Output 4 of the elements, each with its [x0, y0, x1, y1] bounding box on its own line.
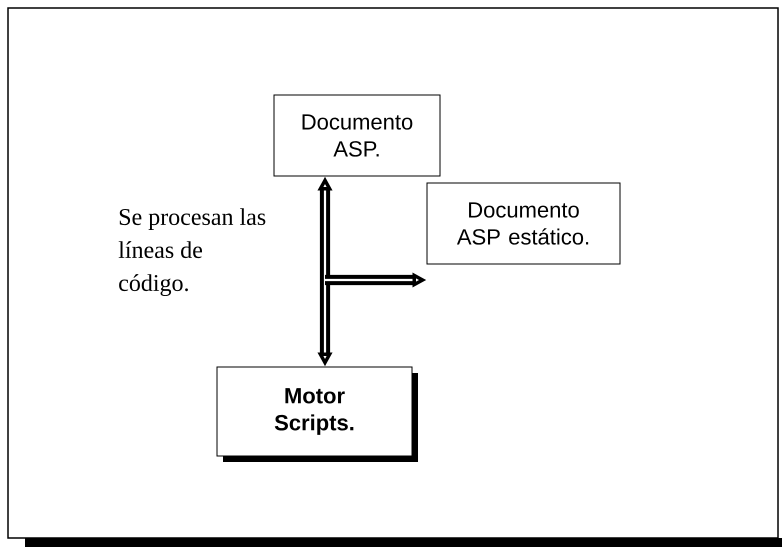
- note-text: Se procesan las líneas de código.: [118, 208, 266, 296]
- process-box: Documento ASP.: [274, 94, 440, 176]
- process-box: Motor Scripts.: [216, 366, 418, 462]
- process-box: Documento ASP estático.: [426, 182, 620, 264]
